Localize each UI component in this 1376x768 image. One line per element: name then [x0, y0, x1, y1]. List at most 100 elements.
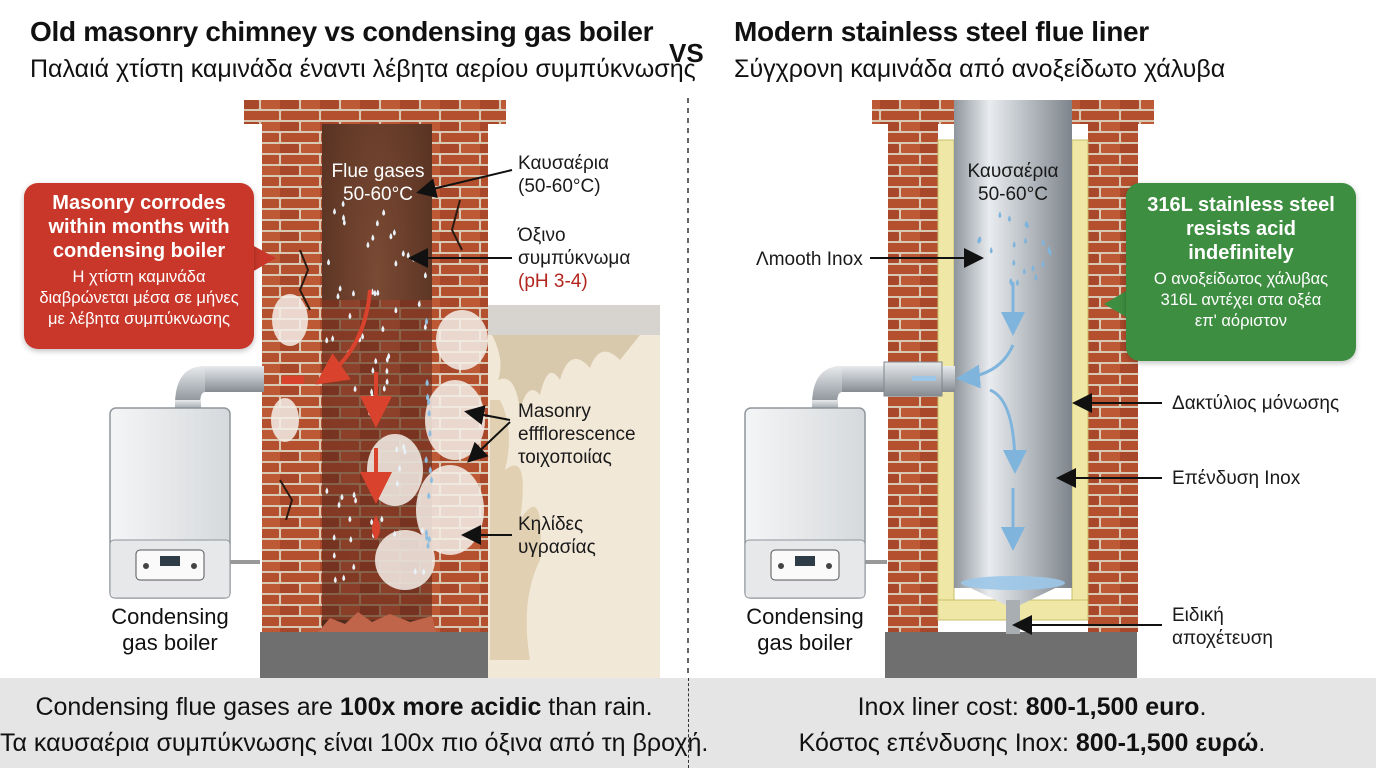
- droplet: [366, 241, 370, 249]
- left-summary-en: Condensing flue gases are 100x more acid…: [0, 690, 688, 724]
- drain-line2: αποχέτευση: [1172, 628, 1273, 649]
- droplet: [998, 211, 1002, 219]
- condensate-ph: (pH 3-4): [518, 271, 588, 292]
- right-summary-pre: Inox liner cost:: [857, 693, 1026, 721]
- droplet: [394, 306, 398, 314]
- droplet: [371, 366, 375, 374]
- left-flue-pipe: [175, 366, 264, 412]
- liner-kaus-line2: 50-60°C: [978, 184, 1048, 205]
- droplet: [371, 234, 375, 241]
- left-callout-sub-1: Η χτίστη καμινάδα: [72, 268, 206, 286]
- droplet: [325, 336, 329, 344]
- left-pointer-arrows: [408, 169, 513, 545]
- droplet: [401, 250, 405, 257]
- left-boiler-line2: gas boiler: [122, 630, 218, 655]
- right-summary-gr-post: .: [1258, 729, 1266, 757]
- right-callout-sub-3: επ' αόριστον: [1194, 312, 1288, 330]
- droplet: [352, 491, 356, 498]
- droplet: [373, 289, 377, 297]
- droplet: [428, 466, 432, 474]
- drain-line1: Ειδική: [1172, 605, 1224, 626]
- right-callout-head-3: indefinitely: [1188, 242, 1294, 264]
- droplet: [427, 398, 431, 406]
- left-boiler-line1: Condensing: [111, 604, 229, 629]
- droplet: [342, 214, 346, 221]
- right-foundation: [885, 632, 1137, 678]
- left-callout-pointer: [252, 245, 276, 272]
- droplet: [375, 219, 379, 227]
- blue-arrow-curve-down: [989, 388, 1027, 474]
- droplet: [385, 378, 389, 385]
- droplet: [1041, 239, 1045, 246]
- droplet: [398, 465, 402, 472]
- droplet: [428, 429, 432, 437]
- droplet: [348, 312, 352, 320]
- acid-condensate-label: Όξινο συμπύκνωμα (pH 3-4): [518, 224, 630, 293]
- kausaeria-line2: (50-60°C): [518, 176, 601, 197]
- right-callout-head-2: resists acid: [1185, 218, 1297, 240]
- droplet: [426, 541, 430, 549]
- right-summary-gr-pre: Κόστος επένδυσης Inox:: [798, 729, 1076, 757]
- right-boiler-line1: Condensing: [746, 604, 864, 629]
- droplet: [341, 200, 345, 207]
- droplet: [1041, 260, 1045, 268]
- droplet: [1024, 237, 1028, 244]
- droplet: [977, 237, 981, 244]
- droplet: [337, 501, 341, 509]
- droplet: [423, 323, 427, 331]
- droplet: [423, 271, 427, 279]
- right-success-callout: 316L stainless steel resists acid indefi…: [1126, 183, 1356, 361]
- droplet: [425, 533, 429, 541]
- smooth-inox-label: Λmooth Inox: [756, 249, 863, 270]
- droplet: [382, 209, 386, 216]
- droplet: [392, 229, 396, 236]
- droplet: [385, 367, 389, 375]
- droplet: [427, 492, 431, 500]
- drain-pipe: [1006, 600, 1020, 634]
- right-subtitle: Σύγχρονη καμινάδα από ανοξείδωτο χάλυβα: [734, 55, 1226, 83]
- droplet: [374, 357, 378, 365]
- left-chimney-wall-right: [432, 120, 488, 632]
- right-summary-en: Inox liner cost: 800-1,500 euro.: [688, 690, 1376, 724]
- left-callout-head-3: condensing boiler: [52, 240, 226, 262]
- droplet: [424, 529, 429, 537]
- droplet: [381, 325, 385, 333]
- droplet: [424, 317, 429, 325]
- droplet: [332, 551, 336, 559]
- flue-inlet-marker: [282, 376, 304, 384]
- liner-flue-gases-label: Καυσαέρια 50-60°C: [958, 160, 1068, 206]
- cracks: [279, 199, 463, 521]
- right-callout-pointer: [1104, 290, 1128, 318]
- right-summary-gr-bold: 800-1,500 ευρώ: [1075, 729, 1259, 757]
- droplet: [1022, 268, 1026, 275]
- liner-flow-arrows: [956, 282, 1027, 551]
- flue-gases-line2: 50-60°C: [343, 184, 413, 205]
- droplet: [338, 285, 342, 292]
- blue-arrow-curve-left: [956, 344, 1015, 389]
- left-boiler: [109, 407, 260, 599]
- left-callout-sub: Η χτίστη καμινάδα διαβρώνεται μέσα σε μή…: [24, 267, 254, 330]
- droplet: [349, 535, 353, 543]
- droplet: [336, 292, 340, 300]
- special-drain-label: Ειδική αποχέτευση: [1172, 604, 1273, 650]
- right-boiler-label: Condensing gas boiler: [725, 604, 885, 656]
- left-chimney-top: [244, 100, 506, 124]
- right-title: Modern stainless steel flue liner: [734, 16, 1149, 47]
- droplet: [427, 409, 431, 417]
- insulation-ring-label: Δακτύλιος μόνωσης: [1172, 393, 1340, 414]
- droplet: [422, 568, 426, 576]
- droplet: [333, 576, 337, 584]
- bottom-divider: [688, 678, 689, 768]
- stain-line1: Κηλίδες: [518, 514, 584, 535]
- droplet: [427, 535, 431, 543]
- efflo-line1: Masonry: [518, 401, 591, 422]
- left-callout-head-1: Masonry corrodes: [52, 192, 226, 214]
- droplet: [387, 352, 391, 360]
- damp-wall: [488, 305, 660, 678]
- flue-gases-line1: Flue gases: [331, 161, 425, 182]
- droplet: [394, 260, 398, 267]
- droplet: [331, 335, 335, 342]
- right-boiler: [744, 407, 887, 599]
- left-foundation: [260, 632, 488, 678]
